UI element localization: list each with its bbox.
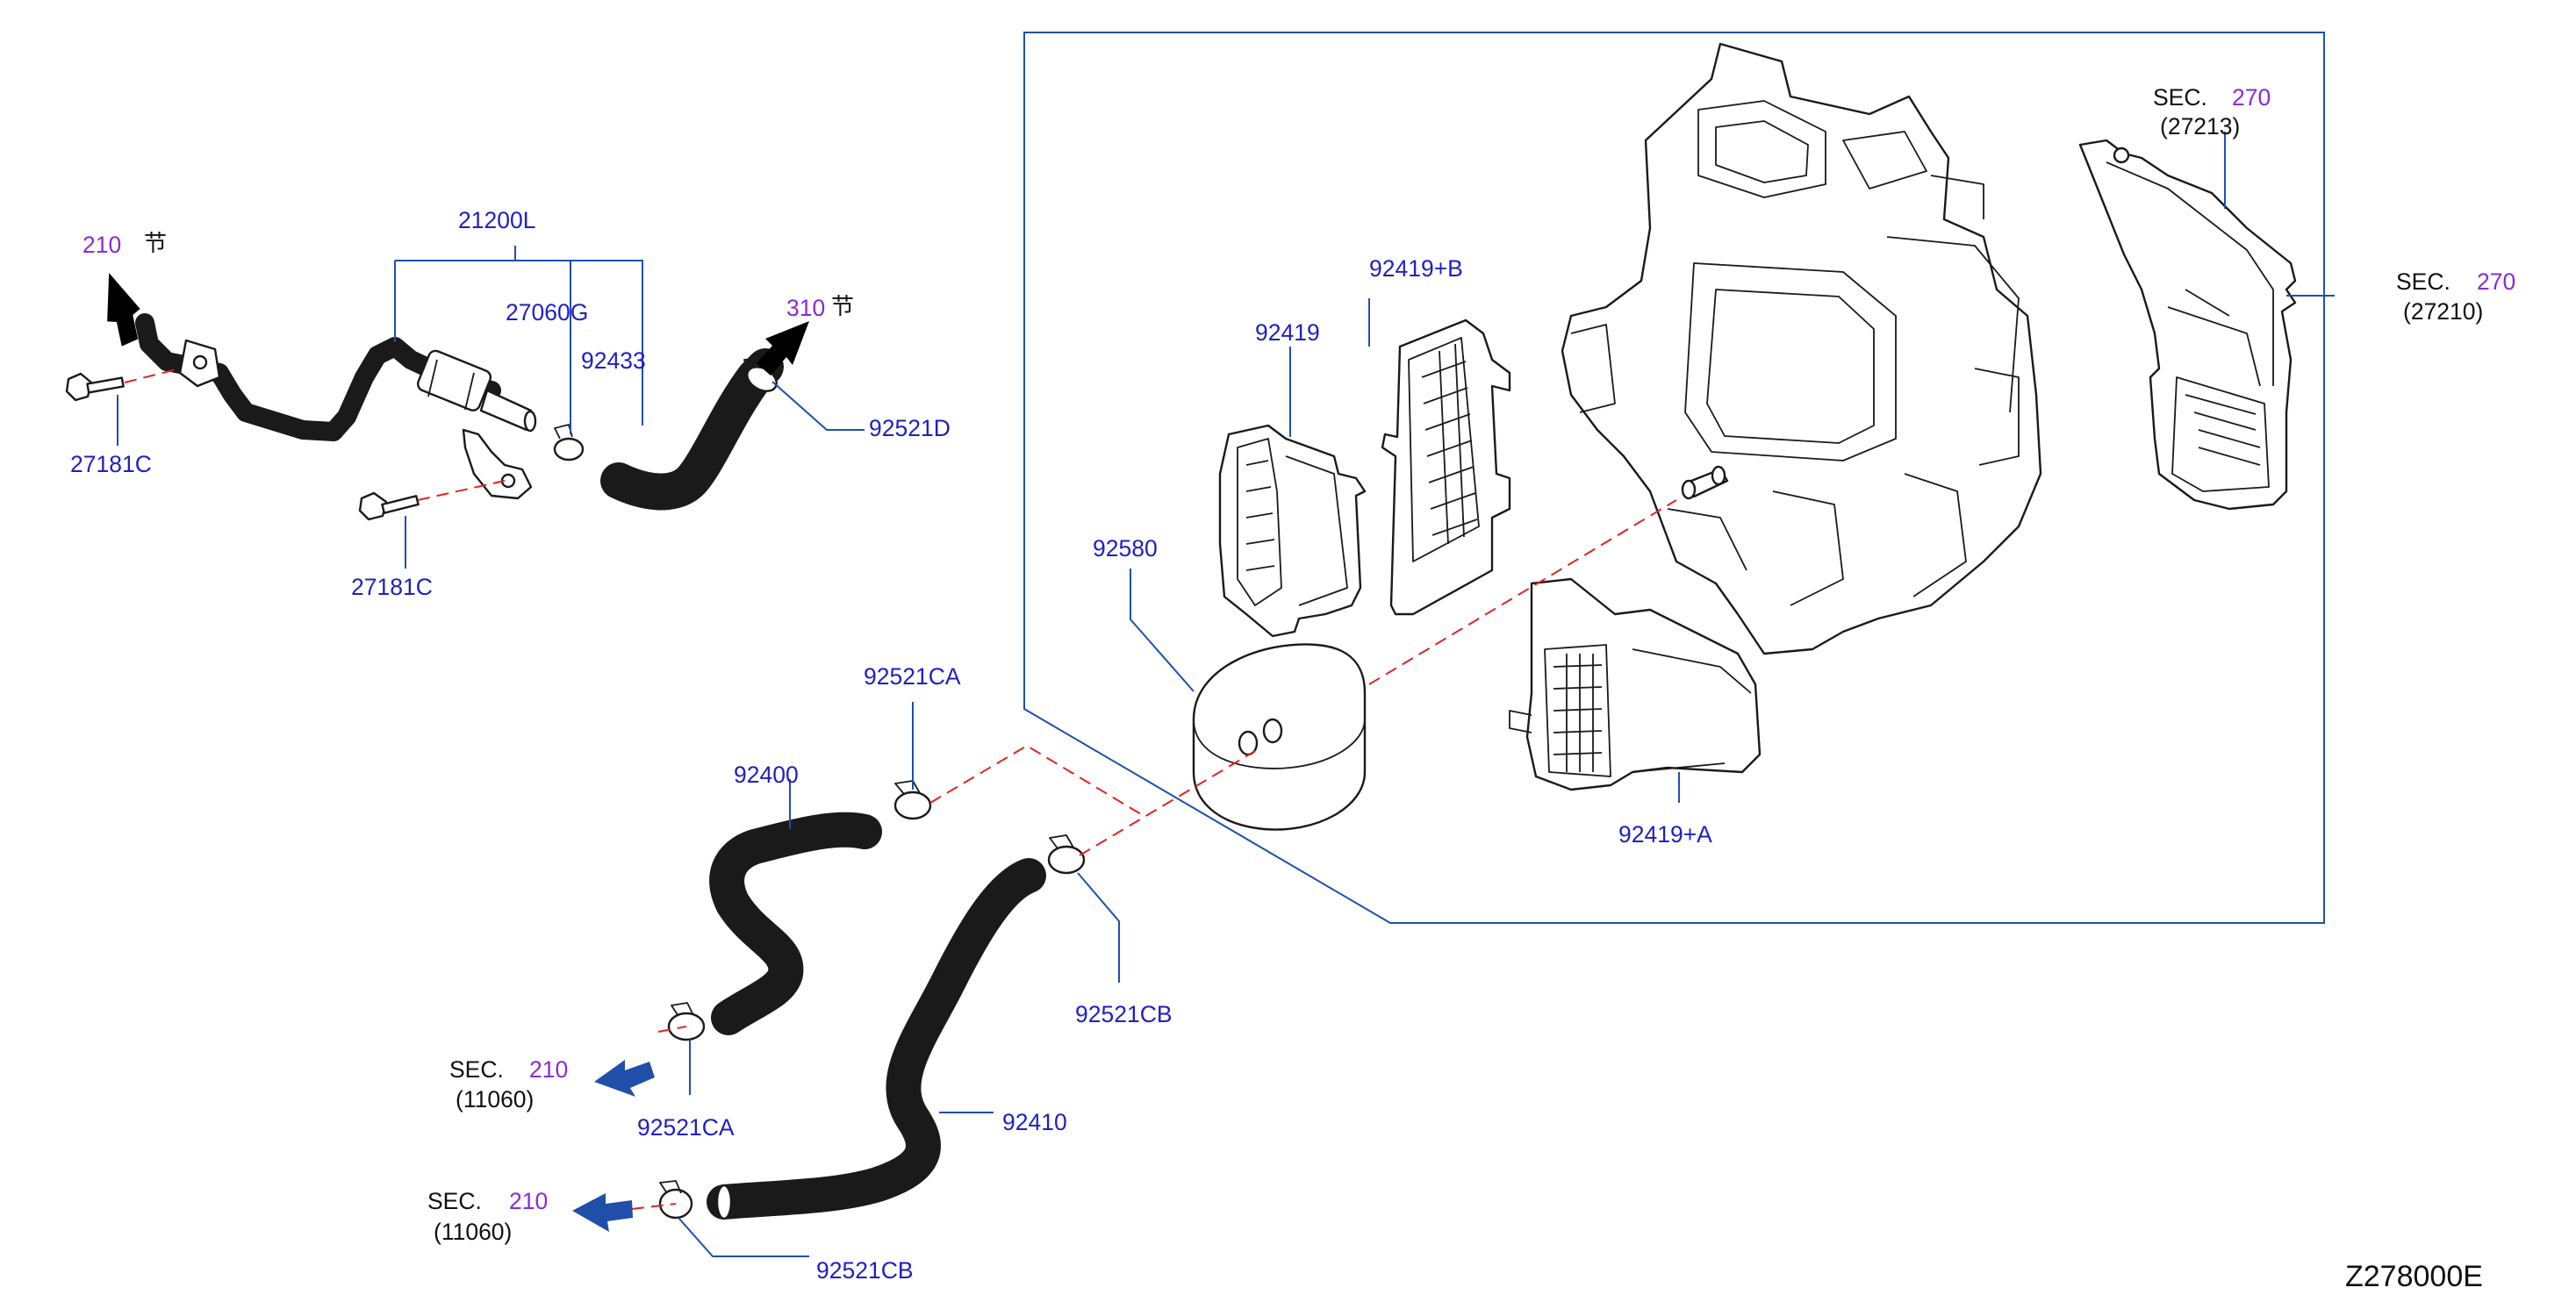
clamp-92521CB-bottom — [658, 1180, 693, 1220]
sec-prefix: SEC. — [427, 1188, 482, 1214]
label-92419-a: 92419+A — [1618, 821, 1712, 848]
label-27181C-b: 27181C — [351, 574, 433, 600]
alignment-lines — [124, 368, 1677, 1210]
diagram-code: Z278000E — [2345, 1260, 2483, 1293]
label-27181C-a: 27181C — [70, 451, 152, 477]
sec-270-27213: SEC. 270 (27213) — [2153, 84, 2271, 140]
ref-210-number: 210 — [83, 232, 121, 258]
clamp-27060G — [553, 424, 585, 461]
heater-core-pipes — [1681, 465, 1729, 500]
sec270-duct-panel — [2078, 139, 2297, 511]
label-92521D: 92521D — [869, 415, 951, 441]
sec-number: 210 — [509, 1188, 548, 1214]
label-92521CA-bottom: 92521CA — [637, 1114, 735, 1141]
leader-lines — [117, 132, 2335, 1257]
clamp-92521CA-top — [893, 780, 932, 820]
part-92419-cover — [1218, 424, 1367, 638]
clamp-92521CB-right — [1047, 834, 1086, 875]
label-92521CB-bottom: 92521CB — [816, 1257, 914, 1284]
part-92580-blower — [1192, 643, 1367, 831]
bolt-27181C-b — [358, 491, 420, 521]
pipe-21200L — [135, 313, 537, 500]
label-92419: 92419 — [1255, 319, 1320, 346]
label-92419-b: 92419+B — [1369, 255, 1463, 282]
ref-210-top: 210 节 — [83, 231, 167, 258]
sec-number: 270 — [2232, 84, 2271, 111]
assembly-frame — [1023, 32, 2325, 924]
ref-310: 310 节 — [786, 294, 854, 321]
sec-number: 270 — [2477, 268, 2515, 295]
arrow-left-icon — [594, 1060, 655, 1097]
part-92419-a-duct — [1509, 577, 1762, 791]
hose-92410 — [707, 858, 1046, 1220]
clamp-92521CA-bottom — [667, 1002, 706, 1041]
arrow-up-icon — [107, 272, 140, 347]
sec-prefix: SEC. — [2396, 268, 2450, 295]
sec-210-11060-a: SEC. 210 (11060) — [449, 1056, 568, 1112]
label-92521CB-right: 92521CB — [1075, 1001, 1173, 1027]
label-92400: 92400 — [734, 762, 799, 788]
label-92580: 92580 — [1093, 535, 1158, 562]
heater-unit-housing — [1561, 42, 2042, 655]
sec-number: 210 — [529, 1056, 568, 1083]
sec-sub: (27210) — [2403, 298, 2483, 325]
ref-310-number: 310 — [786, 295, 825, 321]
sec-prefix: SEC. — [449, 1056, 504, 1083]
label-92410: 92410 — [1002, 1109, 1067, 1135]
hose-92433 — [600, 348, 784, 511]
label-27060G: 27060G — [506, 299, 588, 326]
sec-sub: (11060) — [434, 1219, 512, 1245]
hose-92400 — [709, 812, 882, 1035]
arrow-up-right-icon — [757, 321, 809, 376]
part-92419-b-frame — [1381, 318, 1511, 616]
label-92521CA-top: 92521CA — [864, 663, 961, 690]
label-21200L: 21200L — [458, 207, 535, 233]
sec-210-11060-b: SEC. 210 (11060) — [427, 1188, 548, 1245]
sec-sub: (27213) — [2160, 113, 2240, 140]
arrow-left-icon — [572, 1193, 633, 1232]
ref-310-glyph: 节 — [831, 294, 854, 320]
label-92433: 92433 — [581, 347, 646, 374]
bolt-27181C-a — [65, 372, 125, 402]
sec-prefix: SEC. — [2153, 84, 2207, 111]
ref-210-glyph: 节 — [144, 231, 167, 257]
sec-270-27210: SEC. 270 (27210) — [2396, 268, 2515, 325]
sec-sub: (11060) — [456, 1086, 534, 1112]
